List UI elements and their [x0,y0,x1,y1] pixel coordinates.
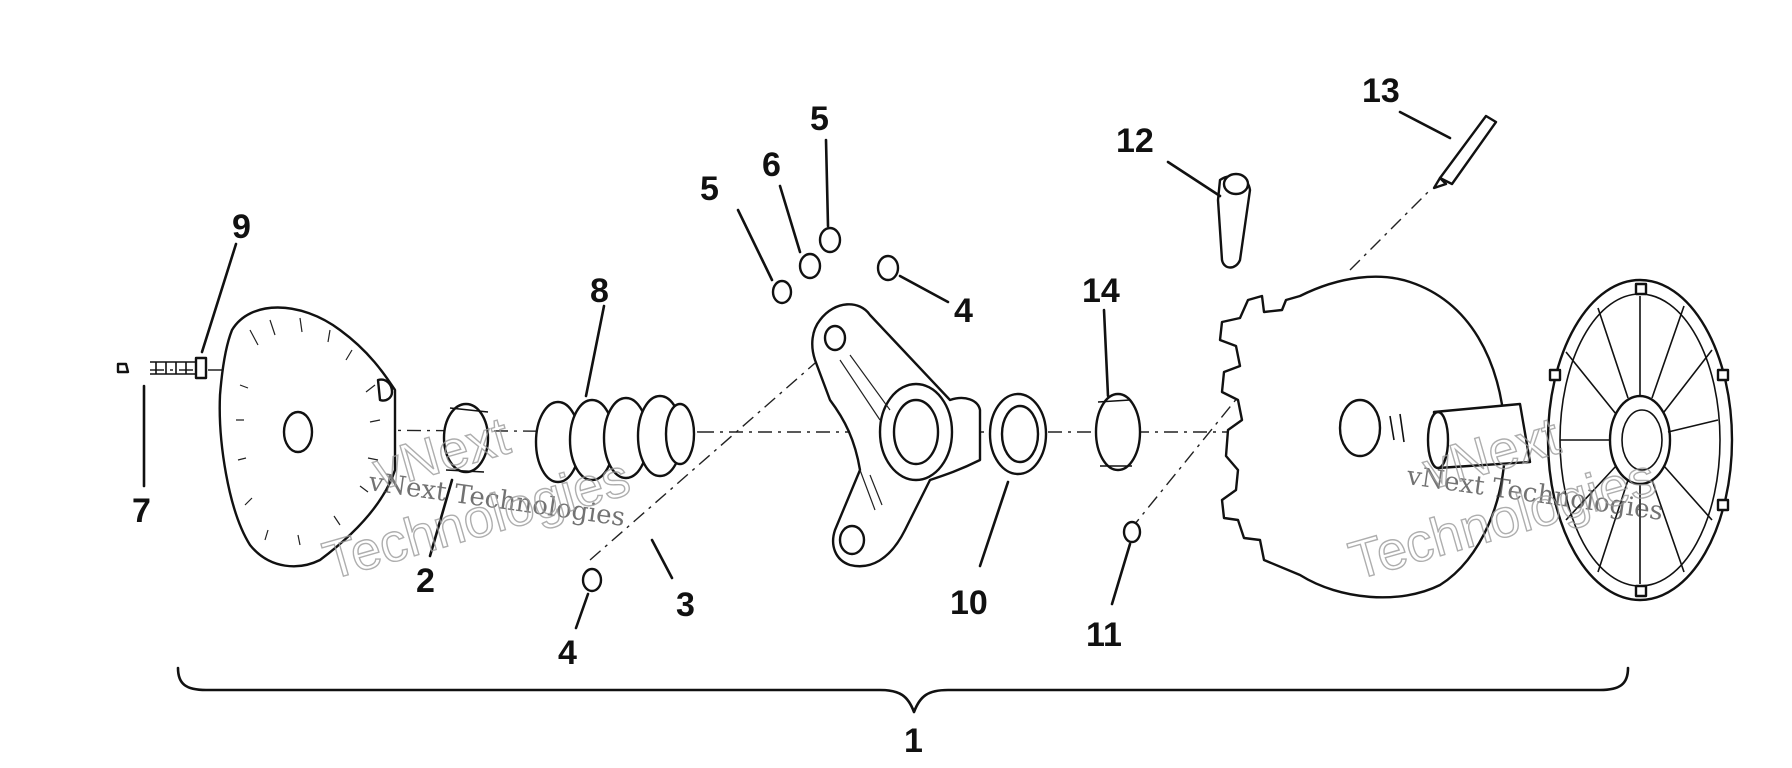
callout-3: 3 [676,586,695,624]
leader-4-bottom [574,592,590,630]
part-10-seal [988,392,1048,476]
callout-4-top: 4 [954,292,973,330]
part-2-bushing [442,402,490,474]
part-3-spider-arm [811,303,982,568]
part-5-nut-left [771,279,793,305]
part-12-fitting [1216,172,1252,269]
part-6-washer [798,252,822,280]
part-main-sheave-housing [1218,275,1507,599]
leader-13 [1398,110,1452,140]
leader-6 [778,184,802,254]
leader-3 [650,538,674,580]
assembly-brace [176,666,1630,714]
leader-5-left [736,208,774,282]
callout-5-right: 5 [810,100,829,138]
leader-5-right [824,138,830,228]
part-4-roller-bottom [581,567,603,593]
part-spoked-sheave [1426,278,1734,602]
callout-13: 13 [1362,72,1400,110]
callout-9: 8 [590,272,609,310]
callout-7: 7 [132,492,151,530]
leader-4-top [898,274,950,304]
leader-8 [200,242,238,354]
axis-to-part-13 [1349,189,1431,271]
callout-12: 12 [1116,122,1154,160]
leader-12 [1166,160,1222,198]
leader-11 [1110,542,1132,606]
leader-9 [584,304,606,398]
callout-1: 1 [904,722,923,760]
part-cover-housing [218,306,397,568]
part-5-nut-right [818,226,842,254]
part-7-screw [116,356,208,380]
part-14-bearing [1094,392,1142,472]
part-9-spring [534,394,696,484]
callout-5-left: 5 [700,170,719,208]
leader-10 [978,480,1010,568]
part-4-roller-top [876,254,900,282]
callout-8: 9 [232,208,251,246]
part-13-bolt [1432,114,1498,190]
callout-14: 14 [1082,272,1120,310]
part-11-pin [1122,520,1142,544]
axis-to-part-11 [1129,369,1261,531]
leader-2 [428,478,454,558]
callout-2: 2 [416,562,435,600]
leader-14 [1102,308,1110,398]
axis-to-part-3 [589,349,831,561]
callout-11: 11 [1086,616,1122,654]
callout-10: 10 [950,584,988,622]
callout-4-bottom: 4 [558,634,577,672]
callout-6: 6 [762,146,781,184]
